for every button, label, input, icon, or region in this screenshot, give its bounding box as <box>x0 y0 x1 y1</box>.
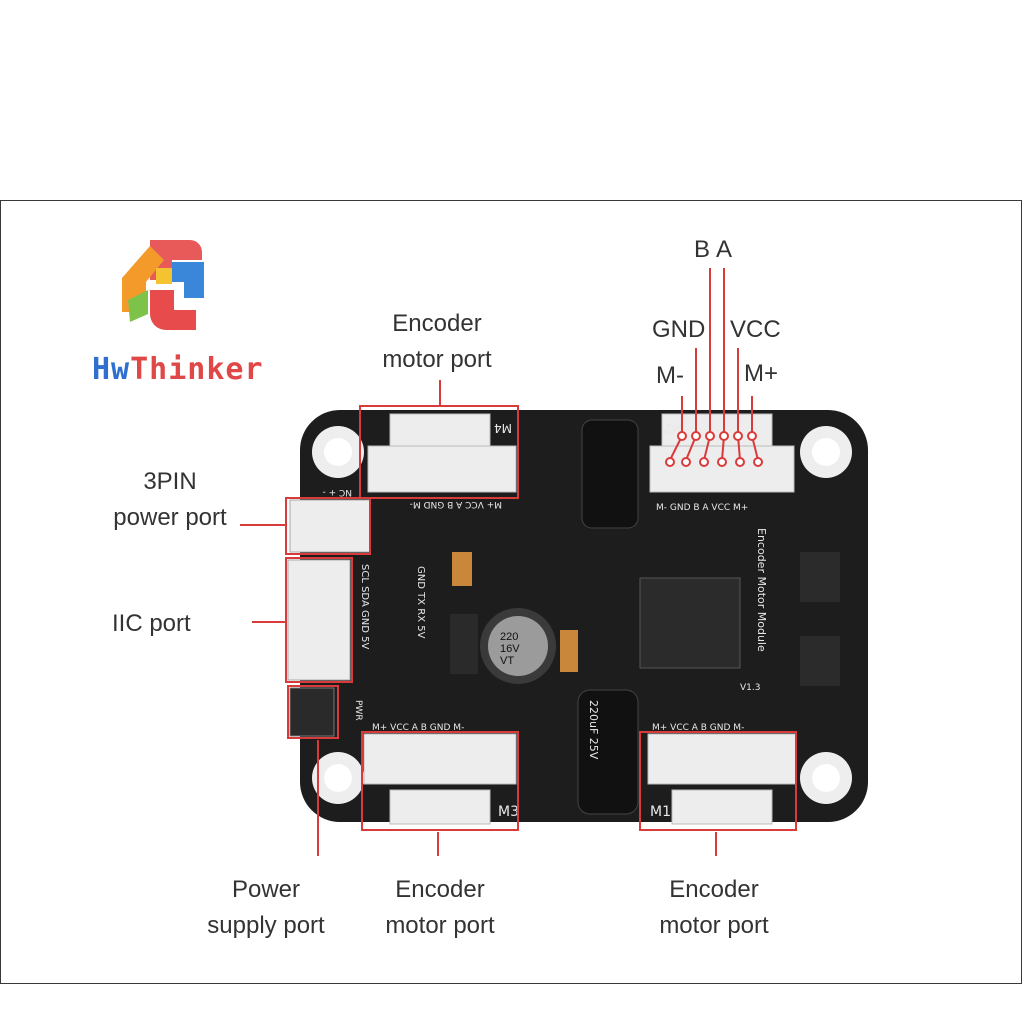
label-encoder-bottom-right: Encoder motor port <box>646 872 782 944</box>
hwthinker-logo-icon <box>122 240 204 330</box>
m1-label: M1 <box>650 804 671 820</box>
label-encoder-top-line2: motor port <box>382 346 492 373</box>
brand-part1: Hw <box>92 352 131 387</box>
module-side-text: Encoder Motor Module <box>755 528 768 652</box>
label-power-supply: Power supply port <box>196 872 336 944</box>
label-encoder-top-line1: Encoder <box>392 310 482 337</box>
iic-pins-label: SCL SDA GND 5V <box>359 564 370 649</box>
brand-wordmark: HwThinker <box>92 352 264 387</box>
m4-label: M4 <box>494 421 512 435</box>
brand-part2: Thinker <box>130 352 264 387</box>
pwr-label: PWR <box>353 700 363 721</box>
label-3pin-line2: power port <box>113 504 227 531</box>
pin-label-m-plus: M+ <box>744 360 779 387</box>
pin-label-a: A <box>716 236 733 263</box>
pin-label-b: B <box>694 236 711 263</box>
pin-circles <box>665 431 763 467</box>
cap1-line3: VT <box>500 655 514 667</box>
label-enc-bl-line2: motor port <box>385 912 495 939</box>
label-enc-br-line2: motor port <box>659 912 769 939</box>
label-power-line1: Power <box>231 876 301 903</box>
label-encoder-top: Encoder motor port <box>372 306 502 378</box>
pin-row-bottom-right: M+ VCC A B GND M- <box>652 723 744 733</box>
cap2-label: 220uF 25V <box>587 700 600 760</box>
cap1-line2: 16V <box>500 643 520 655</box>
pin-row-bottom-left: M+ VCC A B GND M- <box>372 723 464 733</box>
uart-pins-label: GND TX RX 5V <box>415 566 426 639</box>
cap1-line1: 220 <box>500 631 518 643</box>
label-3pin-power: 3PIN power port <box>100 464 240 536</box>
pcb-board <box>300 410 868 822</box>
label-power-line2: supply port <box>207 912 325 939</box>
label-encoder-bottom-left: Encoder motor port <box>372 872 508 944</box>
label-3pin-line1: 3PIN <box>143 468 197 495</box>
pin-row-top-left: M+ VCC A B GND M- <box>410 499 502 509</box>
version-label: V1.3 <box>740 683 760 693</box>
label-iic-port: IIC port <box>112 610 191 637</box>
pin-label-m-minus: M- <box>656 362 684 389</box>
pin-label-vcc: VCC <box>730 316 781 343</box>
label-enc-br-line1: Encoder <box>669 876 759 903</box>
image-frame <box>0 200 1022 984</box>
m3-label: M3 <box>498 804 519 820</box>
pin-row-top-right: M- GND B A VCC M+ <box>656 503 748 513</box>
m2-label: M2 <box>664 421 682 435</box>
pin-label-gnd: GND <box>652 316 706 343</box>
label-enc-bl-line1: Encoder <box>395 876 485 903</box>
power-pins-label: NC + - <box>322 487 352 497</box>
